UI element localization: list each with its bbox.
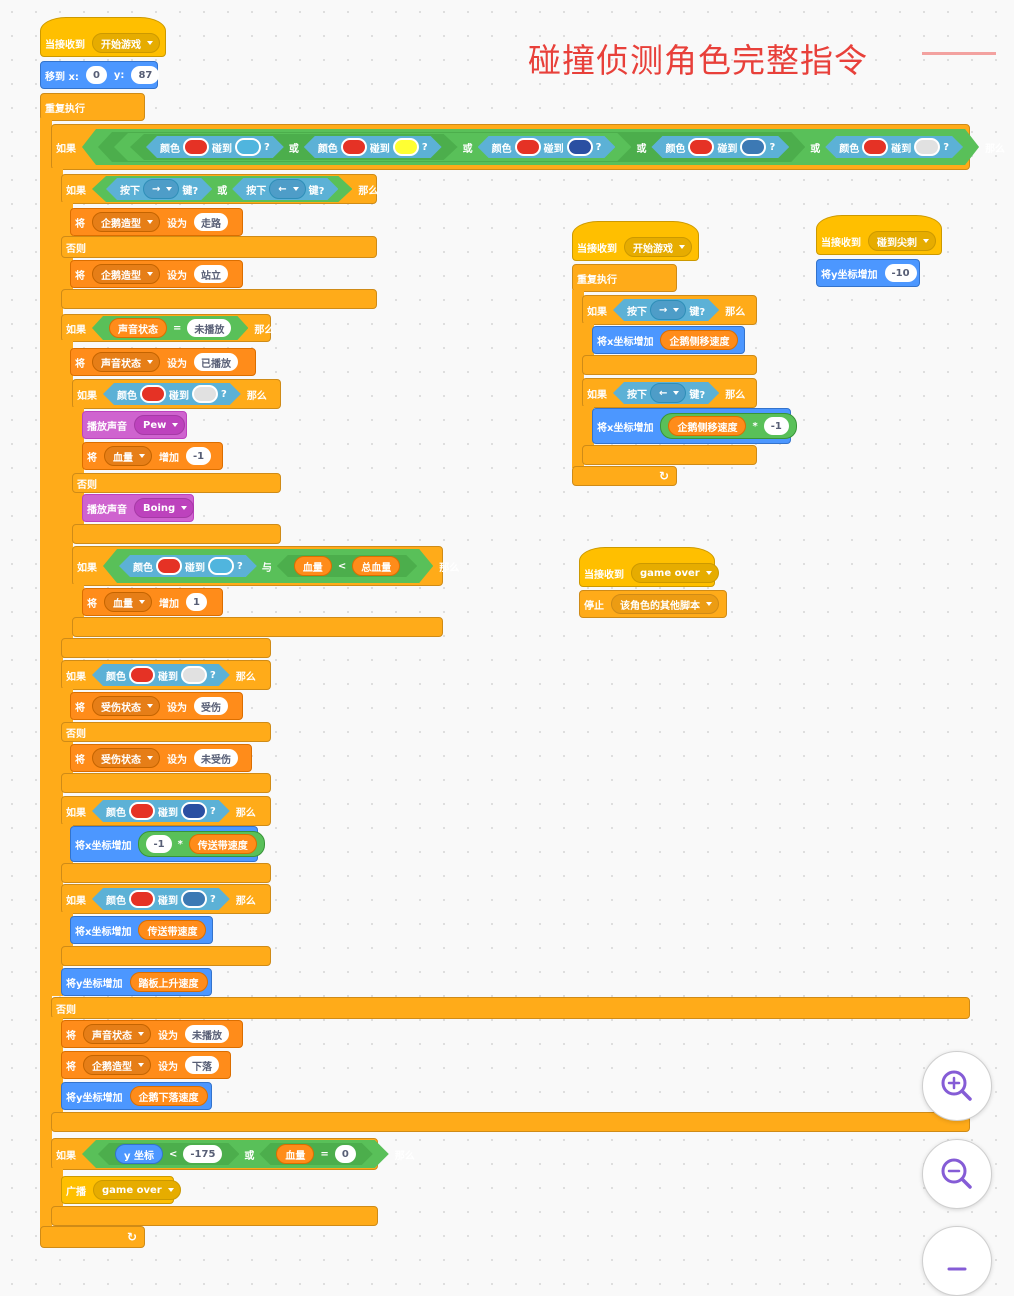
if-arm-5 (72, 584, 84, 620)
change-x-belt[interactable]: 将x坐标增加 传送带速度 (70, 916, 213, 944)
if-right-key[interactable]: 如果 按下→键? 那么 (582, 295, 757, 325)
if-arm-1 (51, 168, 63, 996)
if-arm-r (582, 323, 594, 357)
if-bottom-3 (61, 638, 271, 658)
set-costume-stand[interactable]: 将 企鹅造型 设为 站立 (70, 260, 243, 288)
play-sound-pew[interactable]: 播放声音 Pew (82, 411, 187, 439)
if-touch-white[interactable]: 如果 颜色碰到? 那么 (72, 379, 281, 409)
play-sound-boing[interactable]: 播放声音 Boing (82, 494, 195, 522)
change-x-side[interactable]: 将x坐标增加 企鹅侧移速度 (592, 326, 745, 354)
change-hp-minus[interactable]: 将 血量 增加 -1 (82, 442, 223, 470)
change-x-side-neg[interactable]: 将x坐标增加 企鹅侧移速度*-1 (592, 408, 797, 444)
else-arm-main (51, 1017, 63, 1113)
if-arm-l (582, 406, 594, 446)
key-dropdown-left[interactable]: ← (269, 179, 305, 199)
if-touch-and-hp[interactable]: 如果 颜色碰到? 与 血量<总血量 那么 (72, 546, 459, 586)
if-else-main[interactable]: 如果 颜色碰到? 或 颜色碰到? 或 颜色碰到? 或 颜色碰到? 或 颜色碰到?… (51, 124, 1005, 170)
if-touch-midblue[interactable]: 如果 颜色碰到? 那么 (61, 884, 271, 914)
page-title: 碰撞侦测角色完整指令 (528, 41, 868, 80)
if-bottom-4 (72, 524, 281, 544)
forever-arm-2 (572, 290, 584, 468)
when-receive-hat-spike[interactable]: 当接收到 碰到尖刺 (816, 215, 942, 255)
zoom-out-icon (941, 1158, 972, 1189)
set-hurt[interactable]: 将 受伤状态 设为 受伤 (70, 692, 243, 720)
change-y-fall[interactable]: 将y坐标增加 企鹅下落速度 (61, 1082, 212, 1110)
zoom-out-button[interactable] (922, 1139, 992, 1209)
y-input[interactable]: 87 (131, 66, 160, 84)
title-underline (922, 52, 996, 55)
if-touch-white-hurt[interactable]: 如果 颜色碰到? 那么 (61, 660, 271, 690)
if-key-pressed[interactable]: 如果 按下→键? 或 按下←键? 那么 (61, 174, 378, 204)
set-costume-walk[interactable]: 将 企鹅造型 设为 走路 (70, 208, 243, 236)
else-hurt: 否则 (61, 722, 271, 742)
else-touch-white: 否则 (72, 473, 281, 493)
change-x-belt-neg[interactable]: 将x坐标增加 -1*传送带速度 (70, 826, 265, 862)
change-y-pedal[interactable]: 将y坐标增加 踏板上升速度 (61, 968, 212, 996)
forever-bottom-2: ↻ (572, 466, 677, 486)
zoom-in-icon (941, 1070, 972, 1101)
if-left-key[interactable]: 如果 按下←键? 那么 (582, 378, 757, 408)
if-arm-go (51, 1168, 63, 1208)
goto-xy-block[interactable]: 移到 x: 0 y: 87 (40, 61, 160, 89)
if-bottom-7 (61, 863, 271, 883)
if-bottom-l (582, 445, 757, 465)
loop-arrow-icon: ↻ (659, 469, 670, 483)
forever-bottom: ↻ (40, 1226, 145, 1248)
if-bottom-5 (72, 617, 443, 637)
else-main: 否则 (51, 997, 970, 1019)
set-sound-not-played[interactable]: 将 声音状态 设为 未播放 (61, 1020, 243, 1048)
stop-other-scripts[interactable]: 停止 该角色的其他脚本 (579, 590, 727, 618)
x-input[interactable]: 0 (85, 66, 107, 84)
change-hp-plus[interactable]: 将 血量 增加 1 (82, 588, 223, 616)
zoom-reset-icon (947, 1267, 967, 1271)
if-bottom-main (51, 1112, 970, 1132)
if-touch-darkblue[interactable]: 如果 颜色碰到? 那么 (61, 796, 271, 826)
key-dropdown-right[interactable]: → (143, 179, 179, 199)
set-sound-played[interactable]: 将 声音状态 设为 已播放 (70, 348, 256, 376)
zoom-in-button[interactable] (922, 1051, 992, 1121)
forever-block-2[interactable]: 重复执行 (572, 264, 677, 292)
broadcast-gameover[interactable]: 广播 game over (61, 1176, 181, 1204)
forever-block[interactable]: 重复执行 (40, 93, 145, 121)
loop-arrow-icon: ↻ (127, 1230, 138, 1244)
if-bottom-r (582, 355, 757, 375)
if-sound-state[interactable]: 如果 声音状态=未播放 那么 (61, 314, 274, 342)
if-arm-3 (61, 340, 73, 658)
set-costume-fall[interactable]: 将 企鹅造型 设为 下落 (61, 1051, 231, 1079)
else-key: 否则 (61, 236, 377, 258)
if-gameover-check[interactable]: 如果 y 坐标<-175 或 血量=0 那么 (51, 1138, 415, 1170)
if-bottom-go (51, 1206, 378, 1226)
if-bottom-2 (61, 289, 377, 309)
change-y-spike[interactable]: 将y坐标增加 -10 (816, 259, 920, 287)
or-condition[interactable]: 颜色碰到? 或 颜色碰到? 或 颜色碰到? 或 颜色碰到? 或 颜色碰到? (82, 129, 979, 165)
zoom-reset-button[interactable] (922, 1226, 992, 1296)
set-not-hurt[interactable]: 将 受伤状态 设为 未受伤 (70, 744, 252, 772)
if-bottom-6 (61, 773, 271, 793)
forever-arm (40, 118, 52, 1230)
message-dropdown[interactable]: 开始游戏 (92, 33, 160, 53)
when-receive-hat-2[interactable]: 当接收到 开始游戏 (572, 221, 699, 261)
when-receive-hat-main[interactable]: 当接收到 开始游戏 (40, 17, 166, 57)
when-receive-hat-gameover[interactable]: 当接收到 game over (579, 547, 719, 587)
if-bottom-8 (61, 946, 271, 966)
